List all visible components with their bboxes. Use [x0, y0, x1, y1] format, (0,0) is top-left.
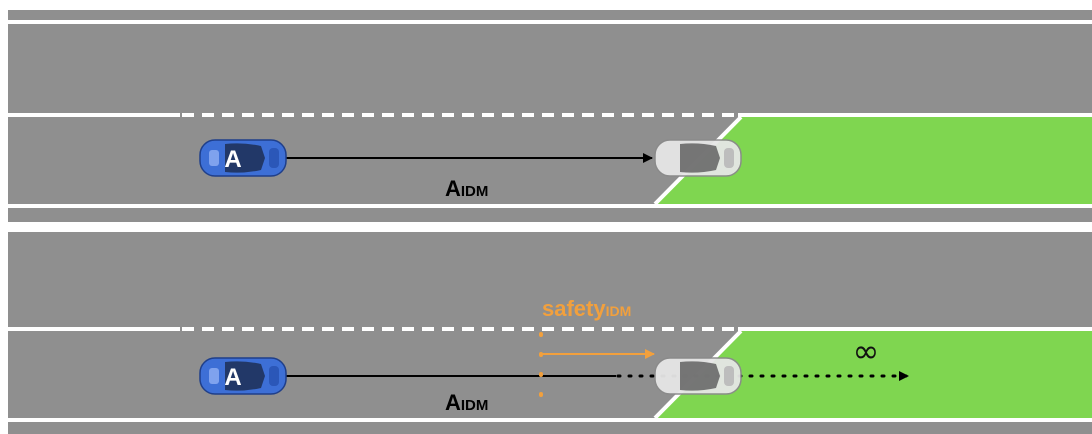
bottom-gap-label-main: A [445, 390, 461, 415]
top-other-car [654, 139, 742, 177]
car-top-view-icon [654, 357, 742, 395]
top-middle-line-solid [8, 113, 180, 117]
top-road-strip-lower [8, 208, 1092, 222]
bottom-gap-label-sub: IDM [461, 397, 489, 414]
top-ego-car-label: A [224, 146, 241, 173]
bottom-lane-line-upper [8, 228, 1092, 232]
bottom-gap-label: AIDM [445, 390, 488, 415]
bottom-panel: A safetyIDM AIDM ∞ [8, 228, 1092, 434]
safety-label-sub: IDM [606, 303, 632, 319]
bottom-lane-line-bottom [8, 418, 1092, 422]
bottom-goal-area [655, 331, 1092, 418]
bottom-middle-line-right [738, 327, 1092, 331]
safety-label: safetyIDM [542, 296, 631, 321]
top-lane-line-upper [8, 20, 1092, 24]
bottom-ego-car-label: A [224, 364, 241, 391]
top-road-strip-upper [8, 10, 1092, 20]
bottom-ego-car: A [199, 357, 287, 395]
top-goal-area [655, 117, 1092, 204]
top-gap-label-main: A [445, 176, 461, 201]
bottom-other-car [654, 357, 742, 395]
bottom-road-strip-lower [8, 422, 1092, 434]
bottom-middle-line-solid [8, 327, 180, 331]
safety-label-main: safety [542, 296, 606, 321]
top-panel: A AIDM [8, 10, 1092, 222]
top-ego-car: A [199, 139, 287, 177]
top-gap-label-sub: IDM [461, 183, 489, 200]
car-top-view-icon [199, 139, 287, 177]
top-middle-line-right [738, 113, 1092, 117]
car-top-view-icon [654, 139, 742, 177]
top-lane-line-bottom [8, 204, 1092, 208]
car-top-view-icon [199, 357, 287, 395]
top-gap-label: AIDM [445, 176, 488, 201]
infinity-icon: ∞ [853, 332, 880, 370]
